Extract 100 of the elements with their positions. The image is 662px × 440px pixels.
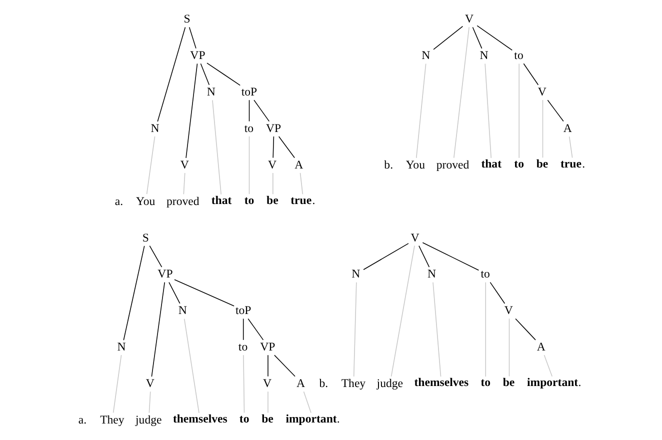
node-text: toP bbox=[234, 303, 251, 318]
node-text: You bbox=[136, 194, 155, 208]
node-text: important. bbox=[526, 375, 581, 390]
connector bbox=[122, 246, 144, 340]
label: b. bbox=[318, 376, 328, 390]
node-text: toP bbox=[240, 84, 257, 99]
node-text: V bbox=[537, 84, 546, 99]
connector bbox=[267, 391, 268, 414]
connector bbox=[200, 63, 210, 86]
connector bbox=[212, 100, 221, 195]
node-text: V bbox=[410, 230, 419, 244]
node-text: N bbox=[351, 266, 360, 281]
connector bbox=[299, 172, 303, 195]
node-text: VP bbox=[266, 120, 281, 135]
connector bbox=[489, 282, 505, 304]
node-text: V bbox=[180, 157, 188, 172]
node-text: VP bbox=[260, 340, 275, 354]
connector bbox=[484, 63, 492, 158]
connector bbox=[476, 25, 512, 51]
connector bbox=[362, 243, 408, 270]
node-text: to bbox=[514, 48, 523, 62]
connector bbox=[508, 318, 510, 377]
connector bbox=[150, 282, 165, 377]
node-text: They bbox=[100, 412, 124, 426]
node-text: true. bbox=[290, 192, 315, 207]
connector bbox=[272, 172, 273, 195]
node-text: to bbox=[238, 411, 249, 426]
node-text: to bbox=[244, 120, 254, 135]
node-text: VP bbox=[190, 48, 205, 62]
node-text: themselves bbox=[172, 411, 227, 426]
connector bbox=[543, 354, 552, 377]
node-text: V bbox=[504, 303, 512, 318]
node-text: proved bbox=[166, 194, 199, 208]
connector bbox=[522, 63, 538, 86]
node-text: that bbox=[210, 192, 232, 207]
connector bbox=[432, 282, 441, 377]
connector bbox=[514, 318, 536, 340]
node-text: V bbox=[262, 376, 272, 390]
node-text: to bbox=[514, 156, 524, 170]
connector bbox=[148, 245, 162, 268]
node-text: be bbox=[536, 156, 548, 170]
connector bbox=[174, 279, 234, 306]
label: a. bbox=[78, 412, 86, 426]
node-text: S bbox=[183, 12, 190, 26]
node-text: S bbox=[142, 230, 148, 244]
connector bbox=[242, 354, 244, 414]
connector bbox=[274, 354, 295, 377]
connector bbox=[267, 354, 268, 377]
node-text: N bbox=[427, 266, 436, 281]
node-text: to bbox=[244, 192, 254, 207]
node-text: N bbox=[150, 120, 159, 135]
connector bbox=[112, 354, 122, 414]
connector bbox=[188, 26, 196, 49]
connector bbox=[302, 391, 311, 414]
node-text: N bbox=[206, 84, 215, 99]
connector bbox=[484, 282, 486, 377]
connector bbox=[148, 391, 150, 414]
connector bbox=[352, 282, 356, 377]
node-text: that bbox=[480, 156, 502, 170]
connector bbox=[546, 100, 564, 122]
node-text: to bbox=[480, 266, 490, 281]
node-text: V bbox=[267, 157, 276, 172]
node-text: They bbox=[340, 376, 366, 390]
node-text: A bbox=[294, 157, 303, 172]
node-text: VP bbox=[157, 266, 172, 281]
connector bbox=[518, 63, 519, 158]
connector bbox=[183, 318, 199, 414]
node-text: important. bbox=[285, 411, 340, 426]
connector bbox=[206, 62, 240, 86]
node-text: V bbox=[464, 12, 473, 26]
node-text: N bbox=[116, 340, 126, 354]
connector bbox=[418, 245, 430, 268]
label: a. bbox=[114, 194, 123, 208]
node-text: V bbox=[145, 376, 154, 390]
connector bbox=[253, 100, 270, 122]
connector bbox=[248, 100, 250, 122]
node-text: You bbox=[405, 157, 424, 172]
connector bbox=[272, 136, 274, 158]
connector bbox=[182, 172, 185, 195]
node-text: to bbox=[238, 340, 248, 354]
connector bbox=[146, 136, 155, 194]
connector bbox=[185, 63, 198, 158]
connector bbox=[248, 136, 250, 194]
node-text: be bbox=[266, 192, 278, 207]
node-text: judge bbox=[376, 376, 403, 390]
connector bbox=[156, 26, 186, 122]
connector bbox=[242, 318, 244, 340]
connector bbox=[278, 136, 294, 158]
node-text: N bbox=[479, 48, 488, 62]
connector bbox=[247, 318, 264, 340]
node-text: judge bbox=[135, 412, 162, 426]
connector bbox=[415, 63, 426, 158]
connector bbox=[453, 26, 469, 158]
connector bbox=[568, 136, 572, 158]
node-text: proved bbox=[436, 157, 469, 172]
node-text: N bbox=[421, 48, 430, 62]
connector bbox=[168, 282, 180, 304]
connector bbox=[422, 242, 479, 271]
node-text: themselves bbox=[414, 375, 468, 390]
node-text: true. bbox=[560, 156, 585, 170]
